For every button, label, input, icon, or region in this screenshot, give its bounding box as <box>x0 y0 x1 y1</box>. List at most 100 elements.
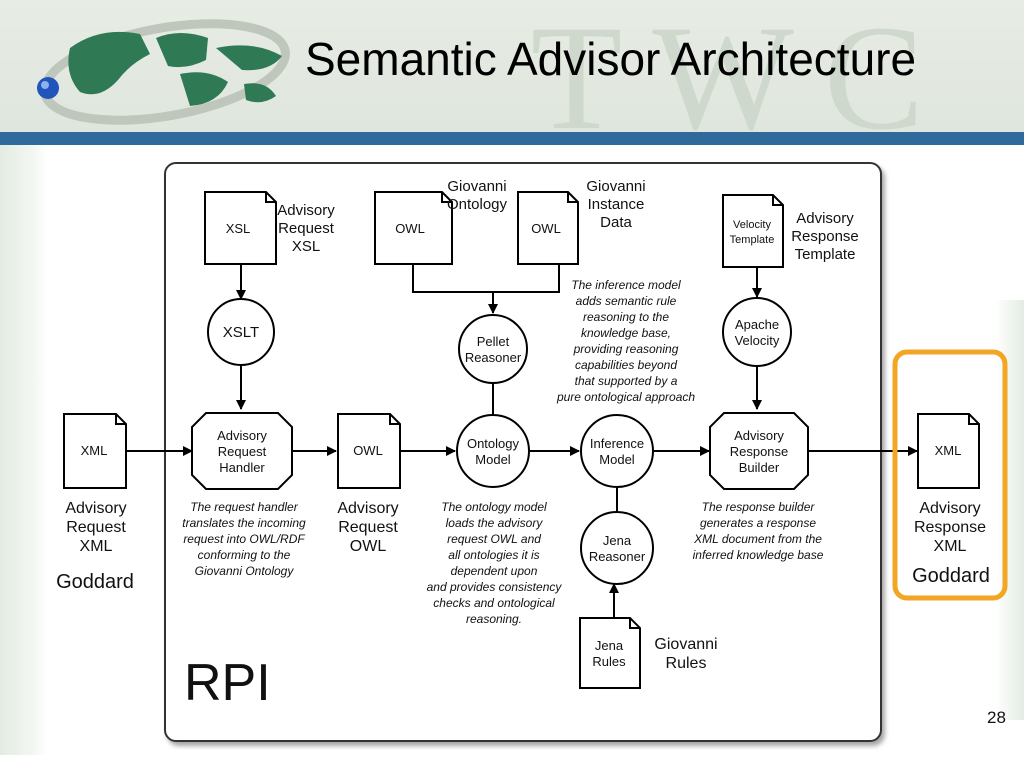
rpi-label: RPI <box>184 654 271 712</box>
giovanni-ontology-label-2: Ontology <box>447 196 508 213</box>
header-band <box>0 132 1024 145</box>
advisory-response-template-label-3: Template <box>795 246 856 263</box>
jena-rules-doc-label-1: Jena <box>595 638 624 653</box>
inference-model-process <box>580 414 654 488</box>
velocity-doc-label-2: Template <box>730 234 775 246</box>
ontology-model-process <box>456 414 530 488</box>
svg-text:request into OWL/RDF: request into OWL/RDF <box>183 532 305 546</box>
xml-out-doc-label: XML <box>935 443 962 458</box>
owl-ontology-document-icon <box>374 191 453 265</box>
pellet-reasoner-process <box>458 314 528 384</box>
svg-text:all ontologies it is: all ontologies it is <box>448 548 539 562</box>
velocity-template-document-icon <box>722 194 784 268</box>
inference-model-label-1: Inference <box>590 436 644 451</box>
jena-reasoner-process <box>580 511 654 585</box>
jena-rules-document-icon <box>579 617 641 689</box>
apache-velocity-process <box>722 297 792 367</box>
svg-text:Giovanni Ontology: Giovanni Ontology <box>195 564 295 578</box>
request-handler-note: The request handler translates the incom… <box>182 500 306 578</box>
advisory-response-xml-label-1: Advisory <box>919 500 980 517</box>
slide-title: Semantic Advisor Architecture <box>305 33 917 85</box>
svg-text:inferred knowledge base: inferred knowledge base <box>693 548 824 562</box>
giovanni-instance-label-3: Data <box>600 214 632 231</box>
ontology-model-label-1: Ontology <box>467 436 520 451</box>
giovanni-instance-label-2: Instance <box>588 196 645 213</box>
advisory-request-owl-label-2: Request <box>338 519 398 536</box>
xslt-label: XSLT <box>223 324 259 341</box>
svg-text:that supported by a: that supported by a <box>575 374 678 388</box>
svg-text:The inference model: The inference model <box>571 278 681 292</box>
giovanni-rules-label-1: Giovanni <box>654 636 717 653</box>
advisory-request-xml-label-3: XML <box>80 538 113 555</box>
ontology-join-line <box>412 264 560 293</box>
svg-text:generates a response: generates a response <box>700 516 816 530</box>
giovanni-rules-label-2: Rules <box>666 655 707 672</box>
svg-text:knowledge base,: knowledge base, <box>581 326 671 340</box>
advisory-response-template-label-2: Response <box>791 228 859 245</box>
xslt-process <box>207 298 275 366</box>
xsl-doc-label: XSL <box>226 221 251 236</box>
svg-text:checks and ontological: checks and ontological <box>433 596 555 610</box>
owl-inst-doc-label: OWL <box>531 221 561 236</box>
svg-text:loads the advisory: loads the advisory <box>446 516 544 530</box>
advisory-request-xml-label-1: Advisory <box>65 500 126 517</box>
right-decoration <box>996 300 1024 720</box>
advisory-request-xsl-label-2: Request <box>278 220 335 237</box>
svg-text:The request handler: The request handler <box>190 500 298 514</box>
request-handler-label-2: Request <box>218 444 267 459</box>
svg-text:translates the incoming: translates the incoming <box>182 516 306 530</box>
svg-text:reasoning.: reasoning. <box>466 612 522 626</box>
response-builder-component <box>709 412 809 490</box>
goddard-response-highlight <box>892 349 1008 601</box>
apache-label-2: Velocity <box>735 333 780 348</box>
svg-text:pure ontological approach: pure ontological approach <box>556 390 695 404</box>
slide-header: TWC <box>0 0 1024 161</box>
xml-in-doc-label: XML <box>81 443 108 458</box>
ontology-model-note: The ontology model loads the advisory re… <box>427 500 563 626</box>
svg-text:conforming to the: conforming to the <box>198 548 291 562</box>
svg-text:capabilities beyond: capabilities beyond <box>575 358 677 372</box>
svg-text:adds semantic rule: adds semantic rule <box>576 294 677 308</box>
response-builder-note: The response builder generates a respons… <box>693 500 824 562</box>
owl-request-document-icon <box>337 413 401 489</box>
svg-text:providing reasoning: providing reasoning <box>573 342 679 356</box>
svg-text:reasoning to the: reasoning to the <box>583 310 669 324</box>
request-handler-label-1: Advisory <box>217 428 267 443</box>
owl-instance-document-icon <box>517 191 579 265</box>
page-number: 28 <box>987 708 1006 727</box>
giovanni-ontology-label-1: Giovanni <box>447 178 506 195</box>
svg-text:The response builder: The response builder <box>702 500 816 514</box>
globe-logo-icon <box>37 19 290 125</box>
advisory-request-owl-label-1: Advisory <box>337 500 398 517</box>
xsl-document-icon <box>204 191 277 265</box>
jena-reasoner-label-1: Jena <box>603 533 632 548</box>
jena-reasoner-label-2: Reasoner <box>589 549 646 564</box>
response-builder-label-2: Response <box>730 444 789 459</box>
svg-text:The ontology model: The ontology model <box>441 500 547 514</box>
advisory-response-template-label-1: Advisory <box>796 210 854 227</box>
response-builder-label-1: Advisory <box>734 428 784 443</box>
ontology-model-label-2: Model <box>475 452 511 467</box>
owl-onto-doc-label: OWL <box>395 221 425 236</box>
connectors <box>125 264 918 619</box>
apache-label-1: Apache <box>735 317 779 332</box>
svg-text:dependent upon: dependent upon <box>451 564 538 578</box>
inference-model-label-2: Model <box>599 452 635 467</box>
owl-req-doc-label: OWL <box>353 443 383 458</box>
svg-text:request OWL and: request OWL and <box>447 532 541 546</box>
request-handler-label-3: Handler <box>219 460 265 475</box>
pellet-label-1: Pellet <box>477 334 510 349</box>
xml-input-document-icon <box>63 413 127 489</box>
svg-text:and provides consistency: and provides consistency <box>427 580 563 594</box>
pellet-label-2: Reasoner <box>465 350 522 365</box>
advisory-request-owl-label-3: OWL <box>350 538 387 555</box>
advisory-request-xml-label-2: Request <box>66 519 126 536</box>
inference-note: The inference model adds semantic rule r… <box>556 278 695 404</box>
response-builder-label-3: Builder <box>739 460 780 475</box>
giovanni-instance-label-1: Giovanni <box>586 178 645 195</box>
xml-output-document-icon <box>917 413 980 489</box>
advisory-request-xsl-label-3: XSL <box>292 238 320 255</box>
goddard-right-label: Goddard <box>912 565 990 587</box>
jena-rules-doc-label-2: Rules <box>592 654 626 669</box>
